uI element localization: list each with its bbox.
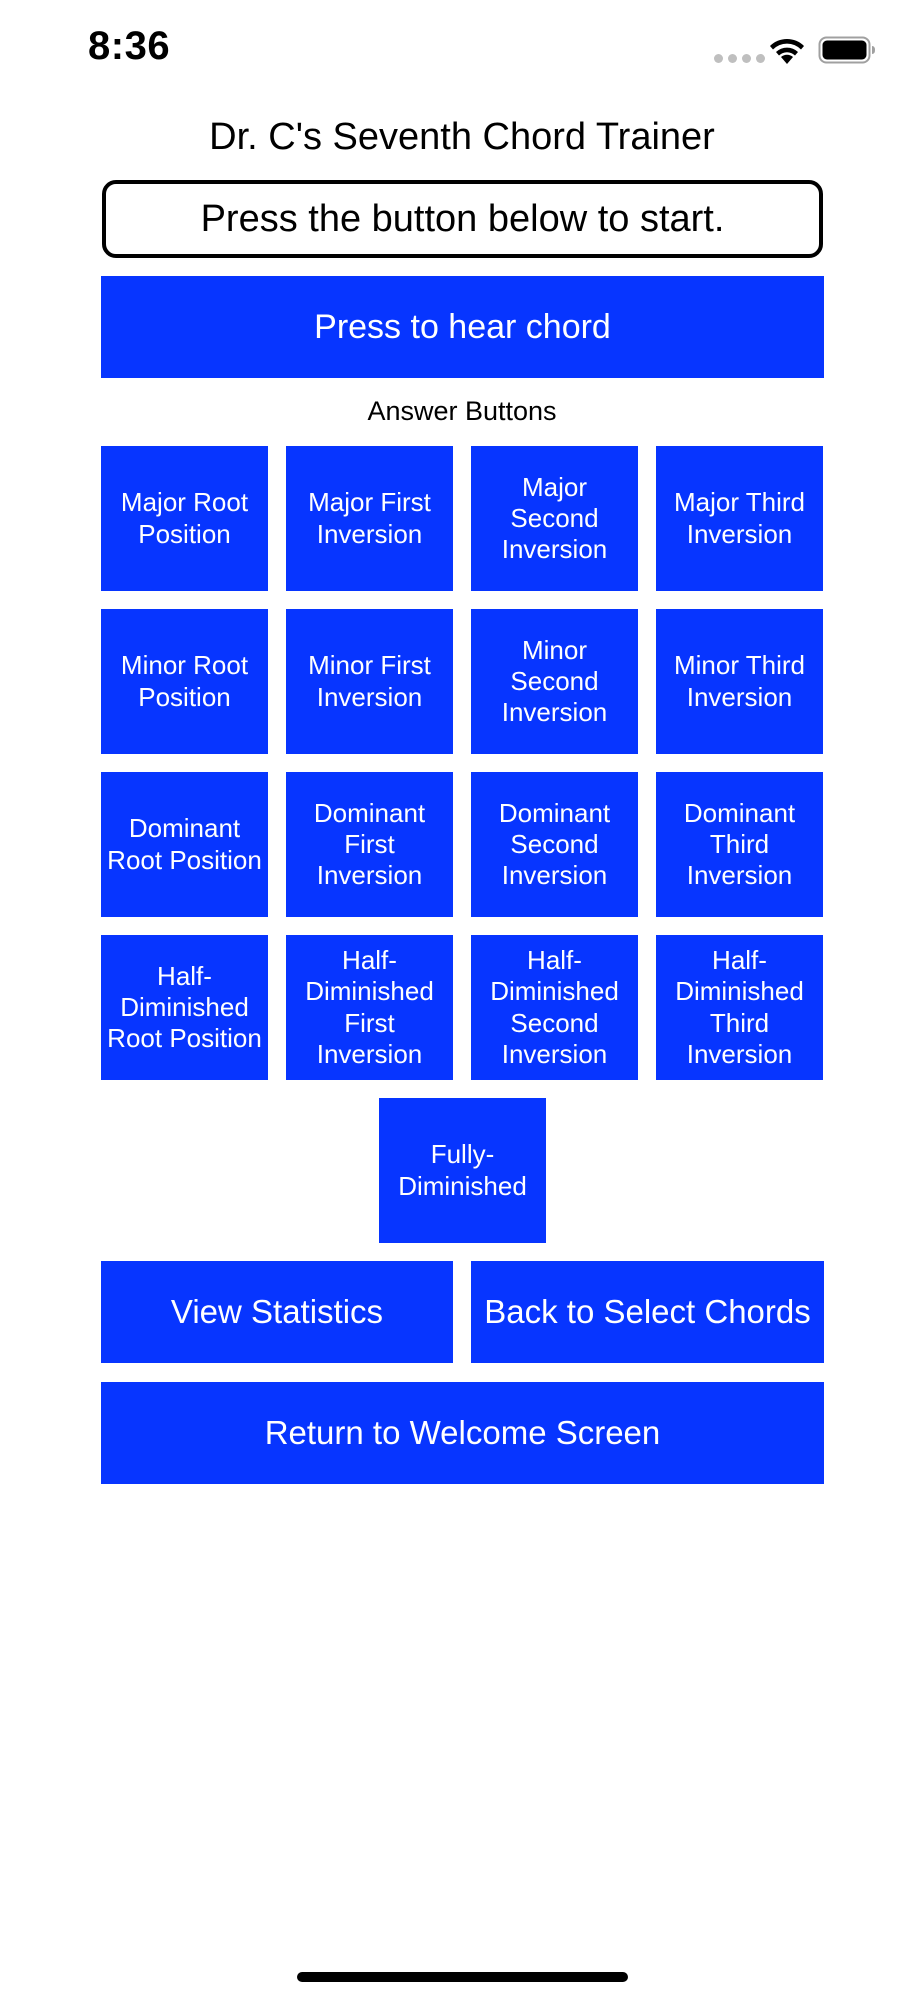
status-message-box: Press the button below to start. bbox=[102, 180, 823, 258]
back-to-select-chords-button[interactable]: Back to Select Chords bbox=[471, 1261, 824, 1363]
answer-minor-root-position-button[interactable]: Minor Root Position bbox=[101, 609, 268, 754]
answer-major-first-inversion-button[interactable]: Major First Inversion bbox=[286, 446, 453, 591]
answer-dominant-second-inversion-button[interactable]: Dominant Second Inversion bbox=[471, 772, 638, 917]
cellular-dots-icon bbox=[714, 54, 765, 63]
answer-major-root-position-button[interactable]: Major Root Position bbox=[101, 446, 268, 591]
answer-minor-second-inversion-button[interactable]: Minor Second Inversion bbox=[471, 609, 638, 754]
answer-half-diminished-third-inversion-button[interactable]: Half-Diminished Third Inversion bbox=[656, 935, 823, 1080]
answer-major-third-inversion-button[interactable]: Major Third Inversion bbox=[656, 446, 823, 591]
wifi-icon bbox=[770, 38, 804, 64]
hear-chord-button[interactable]: Press to hear chord bbox=[101, 276, 824, 378]
answer-major-second-inversion-button[interactable]: Major Second Inversion bbox=[471, 446, 638, 591]
status-time: 8:36 bbox=[88, 24, 171, 68]
status-message: Press the button below to start. bbox=[200, 197, 725, 240]
return-to-welcome-button[interactable]: Return to Welcome Screen bbox=[101, 1382, 824, 1484]
answer-fully-diminished-button[interactable]: Fully-Diminished bbox=[379, 1098, 546, 1243]
answer-half-diminished-second-inversion-button[interactable]: Half-Diminished Second Inversion bbox=[471, 935, 638, 1080]
answer-minor-first-inversion-button[interactable]: Minor First Inversion bbox=[286, 609, 453, 754]
answer-buttons-label: Answer Buttons bbox=[367, 396, 557, 426]
battery-icon bbox=[818, 36, 875, 64]
answer-dominant-first-inversion-button[interactable]: Dominant First Inversion bbox=[286, 772, 453, 917]
home-indicator[interactable] bbox=[297, 1972, 628, 1982]
answer-dominant-third-inversion-button[interactable]: Dominant Third Inversion bbox=[656, 772, 823, 917]
view-statistics-button[interactable]: View Statistics bbox=[101, 1261, 453, 1363]
answer-half-diminished-first-inversion-button[interactable]: Half-Diminished First Inversion bbox=[286, 935, 453, 1080]
app-title: Dr. C's Seventh Chord Trainer bbox=[209, 116, 715, 158]
answer-half-diminished-root-position-button[interactable]: Half-Diminished Root Position bbox=[101, 935, 268, 1080]
answer-dominant-root-position-button[interactable]: Dominant Root Position bbox=[101, 772, 268, 917]
answer-minor-third-inversion-button[interactable]: Minor Third Inversion bbox=[656, 609, 823, 754]
